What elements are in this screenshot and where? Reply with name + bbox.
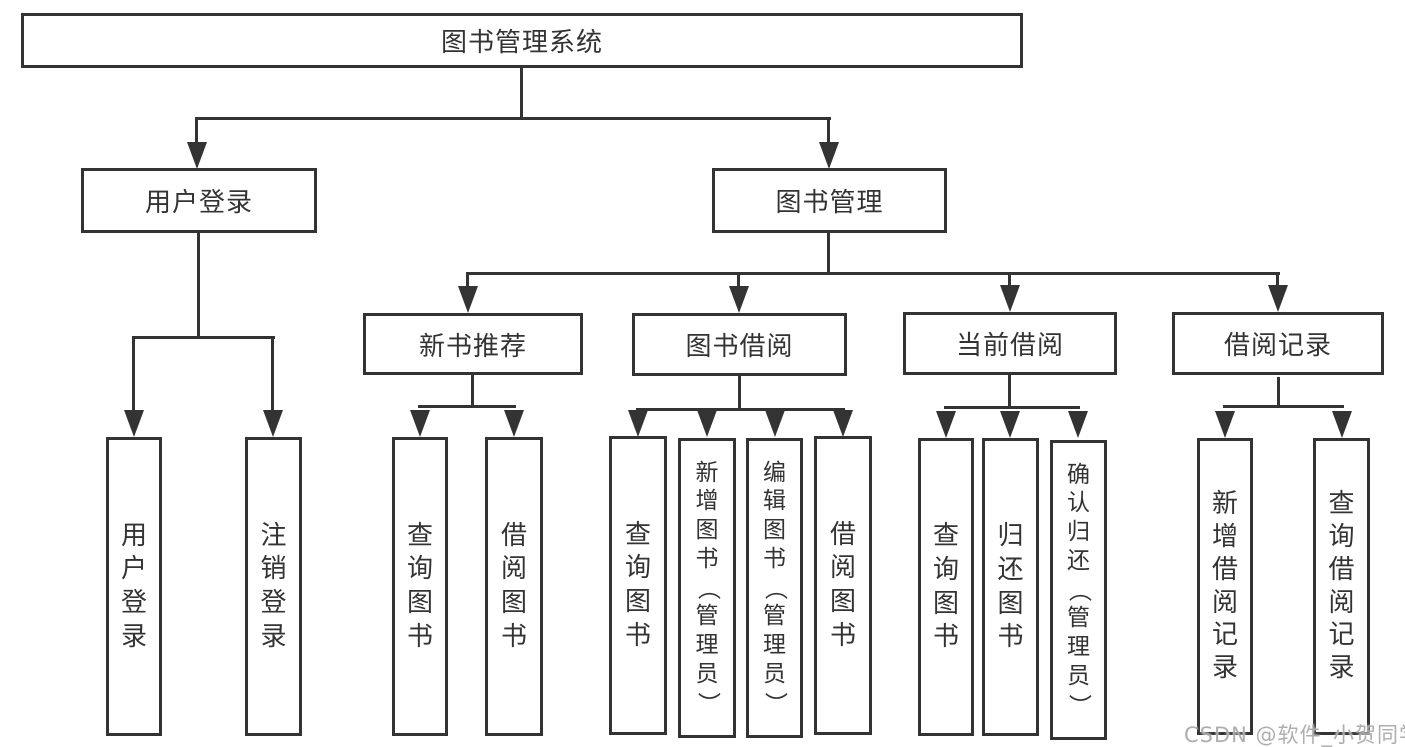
- arrowhead-down-icon: [1000, 411, 1020, 438]
- node-label: 用户登录: [120, 520, 147, 652]
- node-label: 编辑图书（管理员）: [761, 459, 788, 715]
- arrowhead-down-icon: [819, 142, 839, 169]
- node-borrowing-add-books-admin: 新增图书（管理员）: [678, 438, 736, 738]
- node-label: 借阅图书: [500, 520, 527, 652]
- node-label: 查询借阅记录: [1328, 489, 1355, 683]
- node-current-borrowing: 当前借阅: [903, 312, 1117, 375]
- node-label: 借阅图书: [829, 519, 856, 651]
- edge-line: [132, 339, 135, 411]
- node-label: 新书推荐: [418, 331, 527, 362]
- edge-line: [827, 120, 830, 144]
- node-label: 查询图书: [406, 520, 433, 652]
- node-label: 当前借阅: [955, 331, 1064, 361]
- node-current-return-books: 归还图书: [982, 438, 1039, 736]
- node-label: 图书借阅: [685, 332, 794, 362]
- node-library-management-system: 图书管理系统: [21, 13, 1023, 68]
- node-borrowing-edit-books-admin: 编辑图书（管理员）: [746, 438, 803, 738]
- arrowhead-down-icon: [187, 142, 207, 169]
- edge-line: [132, 336, 275, 339]
- node-recommend-query-books: 查询图书: [392, 437, 448, 736]
- node-label: 查询图书: [624, 519, 651, 651]
- arrowhead-down-icon: [1268, 285, 1288, 312]
- edge-line: [827, 233, 830, 275]
- arrowhead-down-icon: [833, 410, 853, 437]
- arrowhead-down-icon: [729, 286, 749, 313]
- node-borrowing-borrow-books: 借阅图书: [814, 436, 872, 735]
- edge-line: [1276, 275, 1279, 287]
- node-current-query-books: 查询图书: [918, 438, 974, 736]
- arrowhead-down-icon: [765, 410, 785, 437]
- node-recommend-borrow-books: 借阅图书: [485, 437, 543, 736]
- node-label: 归还图书: [997, 521, 1024, 653]
- edge-line: [1008, 275, 1011, 287]
- edge-line: [944, 406, 1080, 409]
- edge-line: [271, 339, 274, 411]
- edge-line: [1277, 377, 1280, 408]
- node-book-borrowing: 图书借阅: [632, 313, 847, 376]
- arrowhead-down-icon: [458, 286, 478, 313]
- arrowhead-down-icon: [628, 410, 648, 437]
- watermark: CSDN @软件_小贺同学: [1184, 723, 1405, 747]
- arrowhead-down-icon: [504, 410, 524, 437]
- edge-line: [1008, 375, 1011, 409]
- edge-line: [471, 375, 474, 408]
- edge-line: [195, 120, 198, 144]
- node-label: 新增图书（管理员）: [694, 459, 721, 715]
- node-label: 新增借阅记录: [1211, 489, 1238, 683]
- node-user-login: 用户登录: [81, 168, 317, 233]
- node-new-book-recommendation: 新书推荐: [363, 313, 583, 375]
- edge-line: [195, 117, 831, 120]
- node-records-add-borrow-record: 新增借阅记录: [1197, 438, 1253, 735]
- node-borrowing-query-books: 查询图书: [609, 436, 667, 735]
- edge-line: [197, 233, 200, 339]
- node-label: 图书管理: [775, 188, 884, 218]
- arrowhead-down-icon: [410, 410, 430, 437]
- arrowhead-down-icon: [1000, 285, 1020, 312]
- arrowhead-down-icon: [1215, 411, 1235, 438]
- arrowhead-down-icon: [936, 411, 956, 438]
- edge-line: [418, 405, 516, 408]
- node-leaf-user-login: 用户登录: [106, 437, 162, 736]
- edge-line: [737, 275, 740, 288]
- edge-line: [636, 408, 845, 411]
- node-records-query-borrow-record: 查询借阅记录: [1313, 438, 1370, 735]
- edge-line: [466, 272, 1280, 275]
- arrowhead-down-icon: [1068, 411, 1088, 438]
- edge-line: [738, 376, 741, 410]
- node-leaf-logout: 注销登录: [245, 437, 302, 736]
- node-label: 查询图书: [932, 521, 959, 653]
- node-label: 用户登录: [144, 188, 253, 218]
- edge-line: [520, 68, 523, 120]
- arrowhead-down-icon: [124, 410, 144, 437]
- edge-line: [1223, 405, 1344, 408]
- node-book-management: 图书管理: [712, 168, 947, 233]
- node-label: 确认归还（管理员）: [1065, 461, 1092, 717]
- arrowhead-down-icon: [263, 410, 283, 437]
- node-borrowing-records: 借阅记录: [1172, 312, 1384, 375]
- arrowhead-down-icon: [697, 410, 717, 437]
- node-current-confirm-return-admin: 确认归还（管理员）: [1050, 440, 1107, 740]
- node-label: 图书管理系统: [440, 28, 603, 58]
- node-label: 借阅记录: [1223, 331, 1332, 361]
- edge-line: [466, 275, 469, 288]
- arrowhead-down-icon: [1332, 411, 1352, 438]
- node-label: 注销登录: [260, 520, 287, 652]
